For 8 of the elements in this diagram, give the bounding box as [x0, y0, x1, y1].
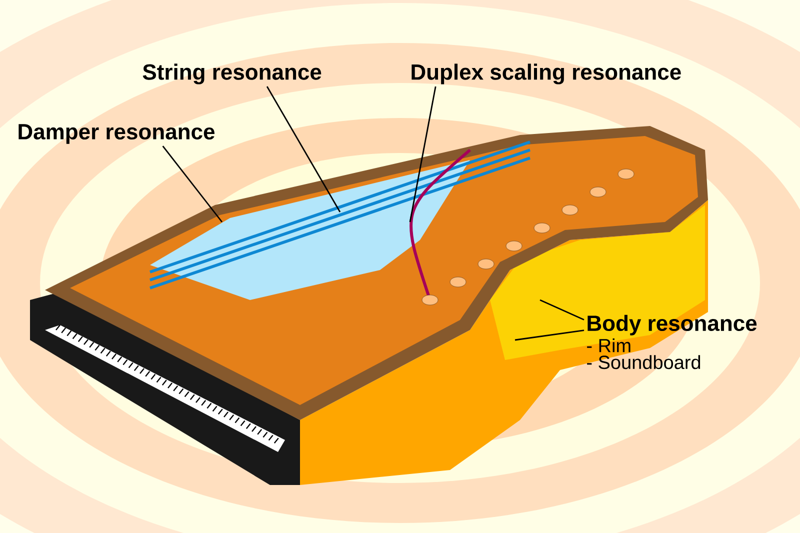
callout-label: String resonance — [142, 64, 322, 84]
callout-label: Damper resonance — [18, 124, 214, 144]
callout-label: Duplex scaling resonance — [412, 64, 681, 84]
leader-line — [266, 86, 341, 212]
leader-line — [162, 146, 223, 222]
leader-line — [409, 86, 436, 222]
leader-line — [514, 330, 584, 341]
leader-line — [540, 299, 584, 320]
